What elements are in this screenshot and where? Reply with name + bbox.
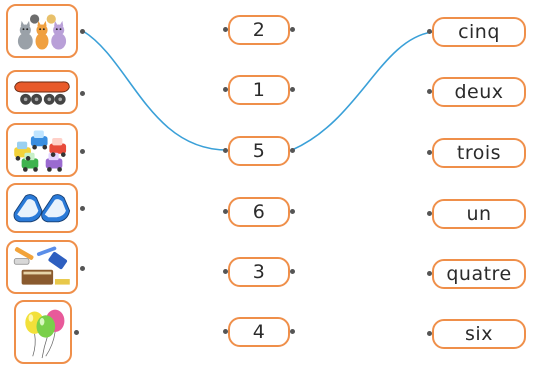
word-dot[interactable] <box>427 211 432 216</box>
number-dot-left[interactable] <box>223 329 228 334</box>
word-dot[interactable] <box>427 29 432 34</box>
number-box[interactable]: 6 <box>228 197 290 227</box>
match-line-5-to-cinq <box>291 31 433 151</box>
word-box[interactable]: deux <box>432 77 526 107</box>
sneakers-icon <box>13 194 71 223</box>
word-box[interactable]: cinq <box>432 17 526 47</box>
number-dot-right[interactable] <box>290 269 295 274</box>
word-dot[interactable] <box>427 89 432 94</box>
picture-card-cats[interactable] <box>6 4 78 58</box>
number-label: 4 <box>252 321 266 343</box>
number-dot-left[interactable] <box>223 269 228 274</box>
number-box[interactable]: 5 <box>228 136 290 166</box>
picture-dot-toy-cars[interactable] <box>80 149 85 154</box>
picture-card-skateboard[interactable] <box>6 70 78 114</box>
picture-card-balloons[interactable] <box>14 300 72 364</box>
picture-dot-school-supplies[interactable] <box>80 266 85 271</box>
number-dot-right[interactable] <box>290 87 295 92</box>
number-box[interactable]: 2 <box>228 15 290 45</box>
word-box[interactable]: trois <box>432 138 526 168</box>
skateboard-icon <box>14 81 70 105</box>
number-box[interactable]: 1 <box>228 75 290 105</box>
number-dot-right[interactable] <box>290 329 295 334</box>
number-dot-left[interactable] <box>223 87 228 92</box>
match-line-cats-to-5 <box>82 30 228 151</box>
word-label: deux <box>454 81 504 103</box>
number-dot-right[interactable] <box>290 27 295 32</box>
picture-dot-cats[interactable] <box>80 29 85 34</box>
cats-icon <box>17 14 67 50</box>
number-label: 2 <box>252 19 266 41</box>
word-label: six <box>465 323 493 345</box>
number-dot-left[interactable] <box>223 27 228 32</box>
picture-card-toy-cars[interactable] <box>6 123 78 177</box>
number-dot-left[interactable] <box>223 209 228 214</box>
number-label: 5 <box>252 140 266 162</box>
number-label: 3 <box>252 261 266 283</box>
toy-cars-icon <box>14 130 67 172</box>
word-dot[interactable] <box>427 331 432 336</box>
word-label: un <box>466 203 492 225</box>
word-dot[interactable] <box>427 150 432 155</box>
word-box[interactable]: six <box>432 319 526 349</box>
number-dot-right[interactable] <box>290 209 295 214</box>
balloons-icon <box>25 309 65 359</box>
picture-card-school-supplies[interactable] <box>6 240 78 294</box>
number-box[interactable]: 3 <box>228 257 290 287</box>
word-box[interactable]: quatre <box>432 259 526 289</box>
number-label: 6 <box>252 201 266 223</box>
word-label: quatre <box>446 263 512 285</box>
picture-dot-balloons[interactable] <box>74 330 79 335</box>
word-label: cinq <box>458 21 500 43</box>
school-supplies-icon <box>13 246 70 285</box>
word-dot[interactable] <box>427 271 432 276</box>
picture-dot-skateboard[interactable] <box>80 91 85 96</box>
picture-dot-sneakers[interactable] <box>80 206 85 211</box>
number-box[interactable]: 4 <box>228 317 290 347</box>
picture-card-sneakers[interactable] <box>6 183 78 233</box>
number-label: 1 <box>252 79 266 101</box>
number-dot-left[interactable] <box>223 148 228 153</box>
number-dot-right[interactable] <box>290 148 295 153</box>
word-label: trois <box>456 142 502 164</box>
word-box[interactable]: un <box>432 199 526 229</box>
